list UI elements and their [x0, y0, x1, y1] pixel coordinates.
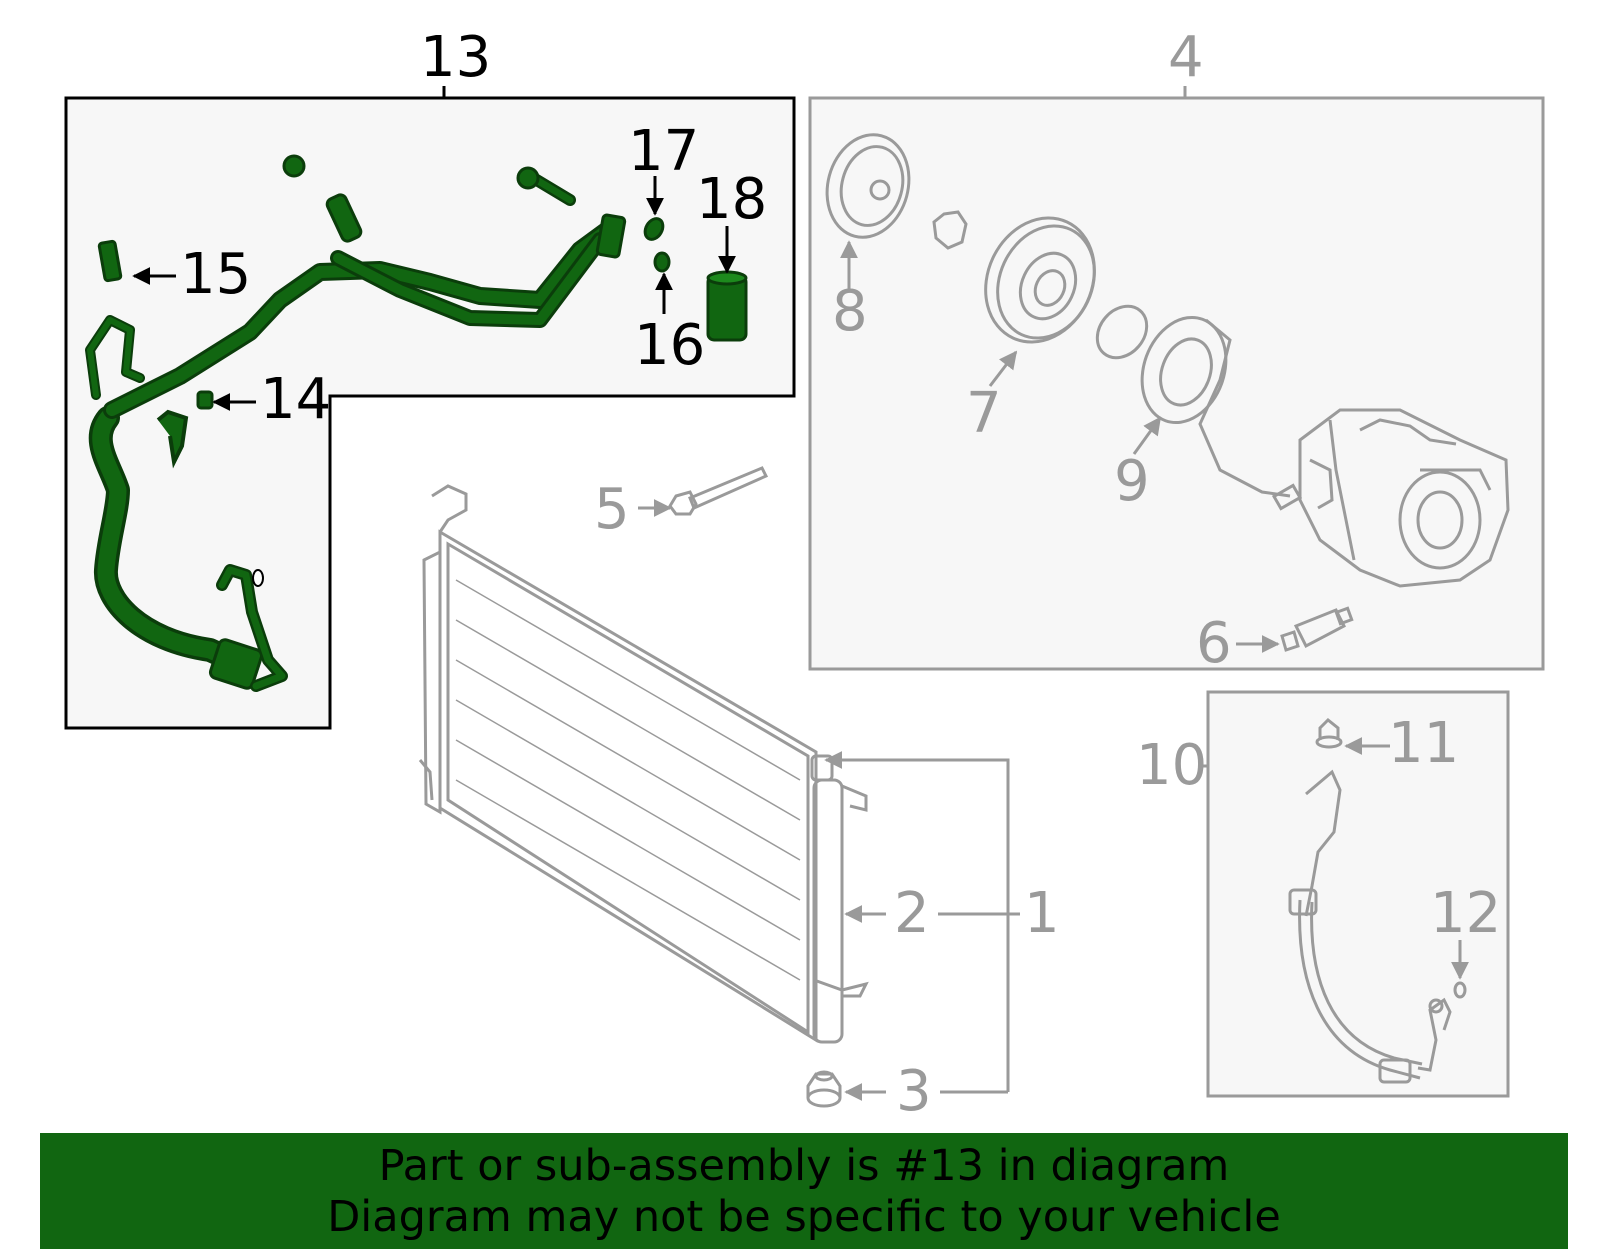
- pulley[interactable]: [966, 200, 1114, 360]
- callout-6: 6: [1196, 611, 1232, 676]
- callout-17: 17: [628, 119, 699, 184]
- callout-10: 10: [1136, 733, 1207, 798]
- callout-11: 11: [1388, 711, 1459, 776]
- discharge-hose[interactable]: [1288, 769, 1452, 1084]
- banner-line-2: Diagram may not be specific to your vehi…: [327, 1192, 1281, 1242]
- cap-14[interactable]: [196, 390, 214, 410]
- leaders-4: [638, 240, 1280, 653]
- leaders-10: [1198, 737, 1469, 980]
- callout-16: 16: [634, 313, 705, 378]
- o-ring-12[interactable]: [1453, 981, 1467, 999]
- callout-5: 5: [594, 477, 630, 542]
- o-ring-16[interactable]: [653, 251, 671, 273]
- relief-valve-6[interactable]: [1280, 606, 1354, 652]
- callout-4: 4: [1168, 25, 1204, 90]
- clutch-plate[interactable]: [816, 125, 920, 246]
- o-ring-17[interactable]: [642, 215, 667, 242]
- condenser[interactable]: [418, 484, 818, 1043]
- leaders-condenser: [824, 751, 1020, 1101]
- hose-bolt[interactable]: [516, 166, 576, 206]
- grommet[interactable]: [282, 154, 306, 178]
- callout-15: 15: [180, 242, 251, 307]
- leaders-13: [132, 176, 736, 411]
- pressure-switch[interactable]: [97, 239, 123, 283]
- callout-7: 7: [966, 381, 1002, 446]
- callout-8: 8: [832, 279, 868, 344]
- cap-11[interactable]: [1315, 717, 1343, 749]
- field-coil[interactable]: [1128, 306, 1303, 511]
- banner-line-1: Part or sub-assembly is #13 in diagram: [378, 1141, 1230, 1191]
- snap-ring-large[interactable]: [1087, 296, 1157, 367]
- snap-ring-small[interactable]: [932, 210, 968, 250]
- callout-3: 3: [896, 1059, 932, 1124]
- bolt-5[interactable]: [668, 466, 769, 516]
- callout-14: 14: [260, 367, 331, 432]
- callout-12: 12: [1430, 881, 1501, 946]
- callout-18: 18: [696, 167, 767, 232]
- callout-labels: 13 15 14 17 18 16 4 8 7 9 5 6 1 2 3 10 1…: [180, 25, 1501, 1124]
- compressor[interactable]: [1298, 408, 1510, 588]
- callout-13: 13: [420, 25, 491, 90]
- callout-9: 9: [1114, 449, 1150, 514]
- receiver-drier[interactable]: [810, 754, 869, 1044]
- compressor-panel: [808, 86, 1545, 671]
- callout-1: 1: [1024, 881, 1060, 946]
- notice-banner: Part or sub-assembly is #13 in diagram D…: [40, 1133, 1568, 1249]
- callout-2: 2: [894, 881, 930, 946]
- drier-cap-3[interactable]: [806, 1070, 842, 1108]
- discharge-hose-panel: [1206, 690, 1510, 1098]
- expansion-valve-18[interactable]: [706, 270, 748, 342]
- ac-hose-assembly[interactable]: [85, 193, 627, 692]
- bracket-clip[interactable]: [156, 409, 189, 469]
